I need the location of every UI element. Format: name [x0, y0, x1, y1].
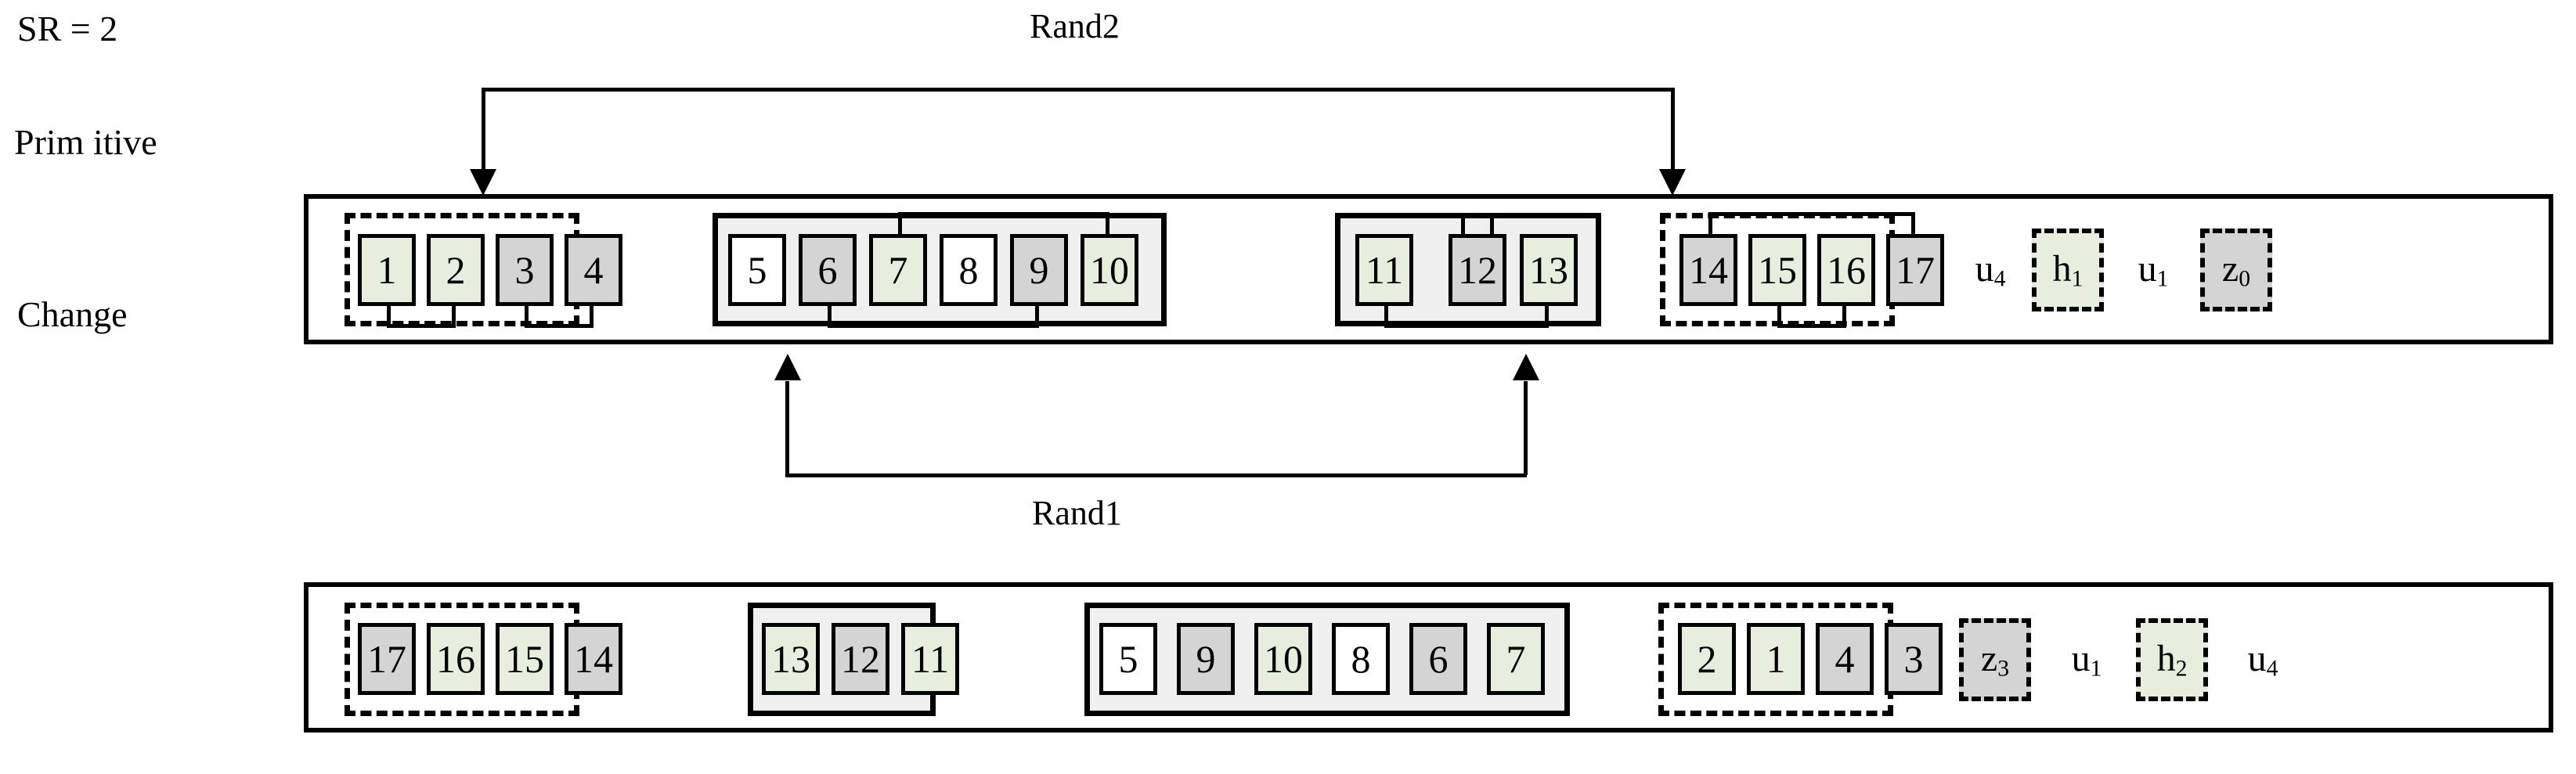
token-label: z0	[2221, 248, 2251, 292]
rand2-label: Rand2	[1030, 7, 1120, 45]
token-primitive-h1[interactable]: h1	[2032, 229, 2104, 311]
sr-label: SR = 2	[17, 9, 118, 49]
cell-primitive-5[interactable]: 5	[728, 234, 786, 306]
link-below-primitive-2-1	[828, 303, 1039, 328]
cell-primitive-1[interactable]: 1	[358, 234, 416, 306]
cell-change-5[interactable]: 5	[1099, 623, 1157, 695]
cell-primitive-8[interactable]: 8	[940, 234, 998, 306]
cell-primitive-16[interactable]: 16	[1817, 234, 1875, 306]
cell-change-11[interactable]: 11	[901, 623, 959, 695]
rand1-left-stem	[785, 381, 789, 475]
token-change-h2[interactable]: h2	[2136, 618, 2208, 701]
token-change-u1: u1	[2055, 625, 2118, 695]
rand1-right-arrowhead	[1513, 354, 1539, 380]
cell-primitive-4[interactable]: 4	[565, 234, 622, 306]
rand2-right-stem	[1671, 88, 1675, 174]
token-label: h2	[2156, 638, 2188, 682]
token-label: u4	[2247, 638, 2278, 682]
token-primitive-z0[interactable]: z0	[2200, 229, 2272, 311]
cell-change-17[interactable]: 17	[358, 623, 416, 695]
cell-change-15[interactable]: 15	[496, 623, 554, 695]
token-label: u1	[2071, 638, 2102, 682]
token-primitive-u1: u1	[2122, 235, 2185, 305]
token-label: h1	[2052, 248, 2084, 292]
cell-primitive-7[interactable]: 7	[869, 234, 927, 306]
rand2-left-arrowhead	[470, 169, 496, 196]
cell-change-12[interactable]: 12	[832, 623, 889, 695]
rand1-left-arrowhead	[774, 354, 801, 380]
cell-change-3[interactable]: 3	[1885, 623, 1943, 695]
cell-primitive-14[interactable]: 14	[1679, 234, 1737, 306]
cell-change-16[interactable]: 16	[427, 623, 485, 695]
token-label: u4	[1975, 248, 2006, 292]
cell-primitive-3[interactable]: 3	[496, 234, 554, 306]
cell-primitive-15[interactable]: 15	[1748, 234, 1806, 306]
cell-change-10[interactable]: 10	[1254, 623, 1312, 695]
token-primitive-u4: u4	[1959, 235, 2022, 305]
link-below-primitive-3-1	[1384, 303, 1549, 328]
cell-change-14[interactable]: 14	[565, 623, 622, 695]
token-change-u4: u4	[2231, 625, 2294, 695]
rand1-horizontal-line	[785, 473, 1527, 477]
change-label: Change	[17, 294, 128, 334]
cell-primitive-11[interactable]: 11	[1355, 234, 1413, 306]
cell-change-7[interactable]: 7	[1487, 623, 1545, 695]
cell-primitive-12[interactable]: 12	[1449, 234, 1506, 306]
link-above-primitive-4-1	[1708, 212, 1915, 237]
cell-primitive-13[interactable]: 13	[1520, 234, 1578, 306]
rand2-left-stem	[482, 88, 485, 174]
cell-change-4[interactable]: 4	[1816, 623, 1874, 695]
cell-change-8[interactable]: 8	[1332, 623, 1390, 695]
self-loop-primitive-3	[1461, 214, 1494, 237]
cell-change-1[interactable]: 1	[1747, 623, 1805, 695]
cell-primitive-2[interactable]: 2	[427, 234, 485, 306]
cell-primitive-6[interactable]: 6	[799, 234, 857, 306]
link-below-primitive-4-1	[1777, 303, 1846, 328]
link-above-primitive-2-1	[898, 212, 1109, 237]
rand1-right-stem	[1524, 381, 1528, 475]
rand2-horizontal-line	[482, 88, 1675, 92]
cell-change-13[interactable]: 13	[762, 623, 820, 695]
link-below-primitive-1-1	[387, 303, 456, 328]
token-label: z3	[1980, 638, 2010, 682]
rand2-right-arrowhead	[1659, 169, 1686, 196]
cell-change-6[interactable]: 6	[1409, 623, 1467, 695]
token-change-z3[interactable]: z3	[1959, 618, 2031, 701]
link-below-primitive-1-2	[525, 303, 593, 328]
cell-primitive-17[interactable]: 17	[1886, 234, 1944, 306]
cell-primitive-10[interactable]: 10	[1081, 234, 1138, 306]
primitive-label: Prim itive	[14, 122, 157, 162]
cell-primitive-9[interactable]: 9	[1010, 234, 1068, 306]
cell-change-9[interactable]: 9	[1177, 623, 1235, 695]
token-label: u1	[2138, 248, 2169, 292]
cell-change-2[interactable]: 2	[1678, 623, 1736, 695]
rand1-label: Rand1	[1032, 494, 1122, 532]
